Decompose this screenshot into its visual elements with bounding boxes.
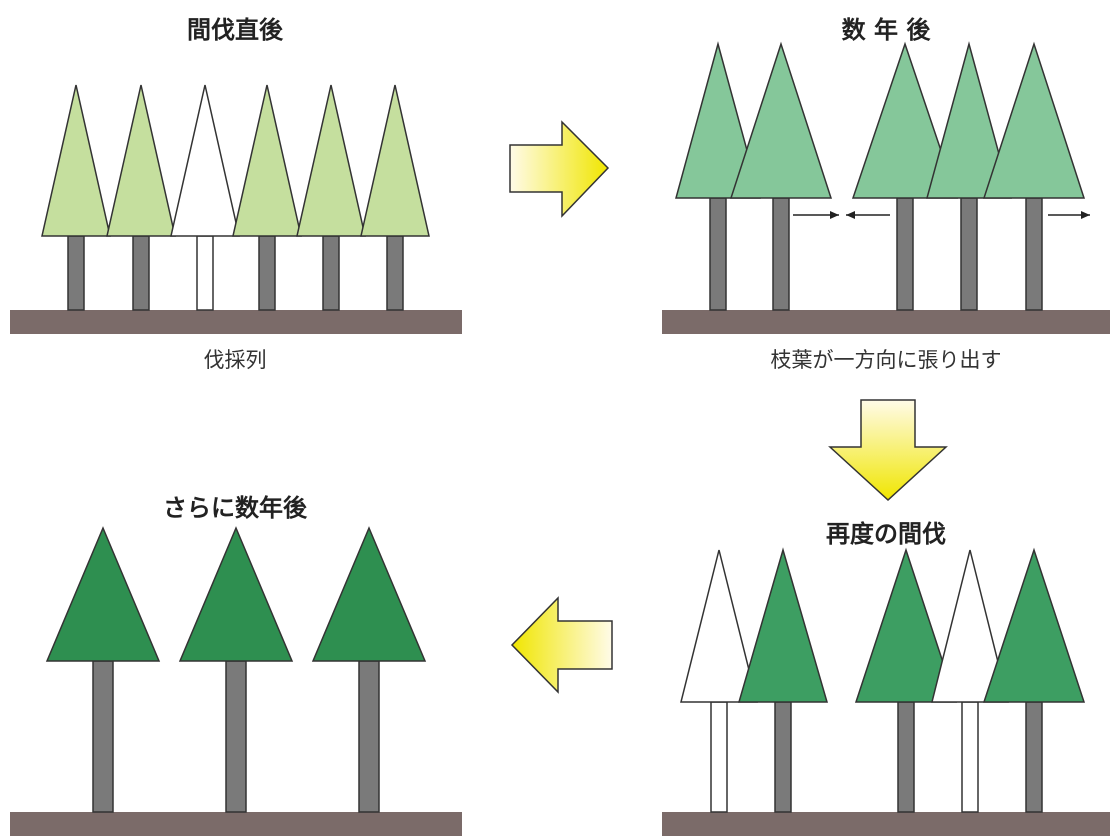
- tree-crown: [232, 84, 302, 237]
- tree-crown: [738, 547, 828, 703]
- tree-trunk: [132, 235, 150, 311]
- tree-trunk: [897, 701, 915, 813]
- tree-crown: [931, 549, 1009, 703]
- tree-row: [680, 547, 1086, 813]
- tree-crown: [851, 41, 959, 199]
- tree-crown: [982, 41, 1086, 199]
- tree: [926, 41, 1012, 311]
- tree-trunk: [225, 660, 247, 813]
- panel-title: さらに数年後: [163, 494, 307, 522]
- tree-crown: [926, 41, 1012, 199]
- tree-crown: [41, 84, 111, 237]
- tree-crown: [106, 84, 176, 237]
- panel-second-thinning: [662, 547, 1110, 836]
- tree-row: [45, 526, 427, 813]
- tree-trunk: [896, 197, 914, 311]
- tree-trunk: [774, 701, 792, 813]
- spread-arrow: [846, 211, 890, 219]
- tree-crown: [675, 41, 761, 199]
- flow-arrow-right: [509, 120, 610, 218]
- tree: [360, 84, 430, 311]
- tree-crown: [178, 526, 294, 662]
- tree-crown: [296, 84, 366, 237]
- tree-trunk: [92, 660, 114, 813]
- tree: [982, 41, 1086, 311]
- flow-arrow-left: [510, 596, 613, 694]
- tree-trunk: [358, 660, 380, 813]
- tree: [296, 84, 366, 311]
- panel-title: 再度の間伐: [826, 520, 946, 548]
- felled-tree: [931, 549, 1009, 813]
- tree: [311, 526, 427, 813]
- tree-row: [41, 84, 430, 311]
- tree-trunk: [322, 235, 340, 311]
- spread-arrow: [793, 211, 839, 219]
- tree-crown: [982, 547, 1086, 703]
- tree-row: [675, 41, 1086, 311]
- felled-tree: [680, 549, 758, 813]
- tree-crown: [311, 526, 427, 662]
- panel-title: 間伐直後: [187, 16, 283, 44]
- tree-crown: [854, 547, 958, 703]
- tree-trunk: [710, 701, 728, 813]
- tree: [178, 526, 294, 813]
- tree: [232, 84, 302, 311]
- tree: [45, 526, 161, 813]
- tree-trunk: [772, 197, 790, 311]
- tree: [729, 41, 833, 311]
- tree-trunk: [196, 235, 214, 311]
- spread-arrow: [1048, 211, 1090, 219]
- panel-caption: 伐採列: [203, 348, 267, 372]
- crown-spread-arrows: [793, 211, 1090, 219]
- tree: [738, 547, 828, 813]
- tree: [982, 547, 1086, 813]
- panel-several-years-later: [662, 41, 1110, 334]
- tree-trunk: [258, 235, 276, 311]
- tree-crown: [170, 84, 240, 237]
- panel-immediately-after: [10, 84, 462, 334]
- tree: [851, 41, 959, 311]
- tree-crown: [680, 549, 758, 703]
- ground-strip: [662, 310, 1110, 334]
- tree: [41, 84, 111, 311]
- tree-crown: [360, 84, 430, 237]
- ground-strip: [662, 812, 1110, 836]
- tree-trunk: [960, 197, 978, 311]
- tree-trunk: [1025, 197, 1043, 311]
- tree-trunk: [961, 701, 979, 813]
- ground-strip: [10, 310, 462, 334]
- felled-tree: [170, 84, 240, 311]
- panel-title: 数 年 後: [841, 16, 931, 44]
- tree-trunk: [709, 197, 727, 311]
- tree-crown: [45, 526, 161, 662]
- flow-arrow-down: [828, 399, 948, 502]
- ground-strip: [10, 812, 462, 836]
- tree-trunk: [1025, 701, 1043, 813]
- tree-trunk: [67, 235, 85, 311]
- tree-trunk: [386, 235, 404, 311]
- tree: [854, 547, 958, 813]
- panel-further-years-later: [10, 526, 462, 836]
- tree: [675, 41, 761, 311]
- panel-caption: 枝葉が一方向に張り出す: [770, 348, 1002, 372]
- tree-crown: [729, 41, 833, 199]
- tree: [106, 84, 176, 311]
